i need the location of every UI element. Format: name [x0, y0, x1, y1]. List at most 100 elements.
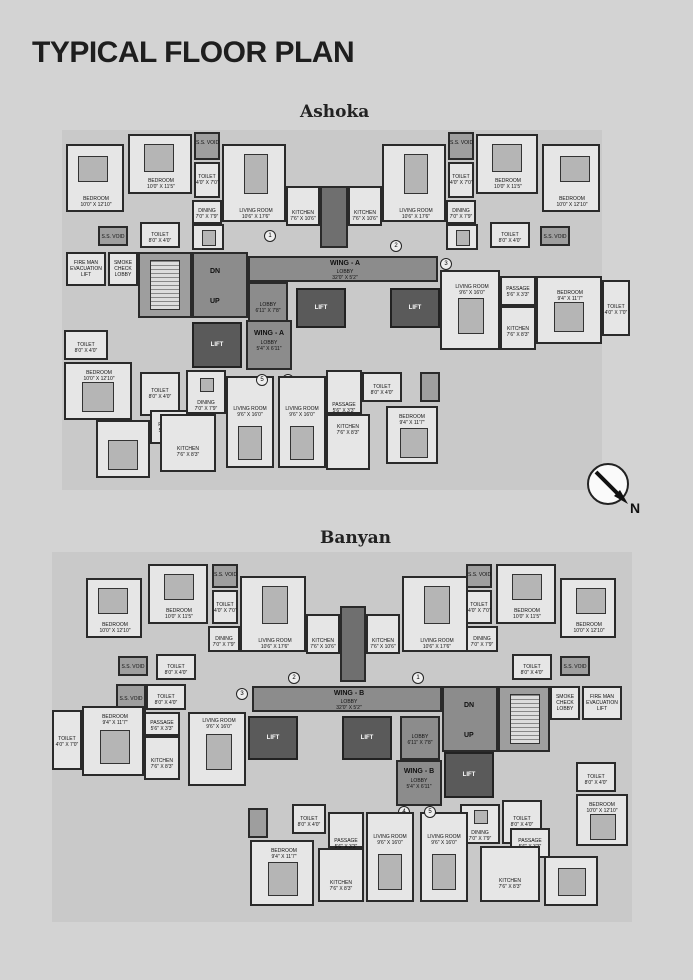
unit-number-3: 3 — [440, 258, 452, 270]
dining-area — [446, 224, 478, 250]
fire-lift: FIRE MAN EVACUATION LIFT — [66, 252, 106, 286]
sofa-icon — [206, 734, 232, 770]
unit-number-1: 1 — [264, 230, 276, 242]
ss-void: S.S. VOID — [466, 564, 492, 588]
room-label: S.S. VOID — [196, 140, 220, 146]
room-label: S.S. VOID — [101, 234, 125, 240]
lobby-title: WING - B — [403, 768, 435, 775]
ss-void: S.S. VOID — [118, 656, 148, 676]
room-label: S.S. VOID — [563, 664, 587, 670]
room-label: FIRE MAN EVACUATION LIFT — [586, 694, 618, 712]
sofa-icon — [404, 154, 428, 194]
plan-title-ashoka: Ashoka — [300, 102, 370, 122]
unit-number-1: 1 — [412, 672, 424, 684]
ss-void: S.S. VOID — [212, 564, 238, 588]
compass: N — [584, 460, 644, 520]
room-label: S.S. VOID — [450, 140, 474, 146]
plan-title-banyan: Banyan — [320, 528, 391, 548]
ss-void: S.S. VOID — [98, 226, 128, 246]
lift-2: LIFT — [342, 716, 392, 760]
void — [420, 372, 440, 402]
wing-label: WING - A — [329, 260, 361, 267]
bed-icon — [100, 730, 130, 764]
table-icon — [200, 378, 214, 392]
kitchen-counter — [320, 186, 348, 248]
up-label: UP — [210, 298, 220, 305]
sofa-icon — [262, 586, 288, 624]
north-label: N — [630, 500, 641, 516]
bed-icon — [560, 156, 590, 182]
table-icon — [456, 230, 470, 246]
bed-icon — [98, 588, 128, 614]
sofa-icon — [238, 426, 262, 460]
bed-icon — [144, 144, 174, 172]
ss-void: S.S. VOID — [560, 656, 590, 676]
room-label: S.S. VOID — [468, 572, 492, 578]
bed-icon — [512, 574, 542, 600]
lobby-title: WING - A — [253, 330, 285, 337]
room-label: S.S. VOID — [543, 234, 567, 240]
lift-1: LIFT — [296, 288, 346, 328]
fire-lift: FIRE MAN EVACUATION LIFT — [582, 686, 622, 720]
dn-label: DN — [210, 268, 221, 275]
bed-icon — [78, 156, 108, 182]
unit-number-2: 2 — [288, 672, 300, 684]
